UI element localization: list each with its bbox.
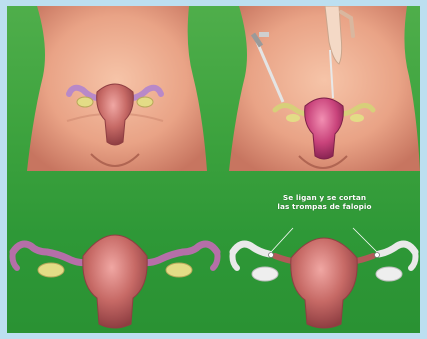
caption-line-2: las trompas de falopio: [252, 202, 397, 211]
uterus-detail-right: [233, 238, 416, 328]
uterus-detail-left: [13, 235, 218, 328]
tubal-ligation-caption: Se ligan y se cortan las trompas de falo…: [252, 193, 397, 211]
illustration-panel: [7, 6, 420, 333]
caption-line-1: Se ligan y se cortan: [252, 193, 397, 202]
sterilization-diagram: [7, 6, 420, 333]
